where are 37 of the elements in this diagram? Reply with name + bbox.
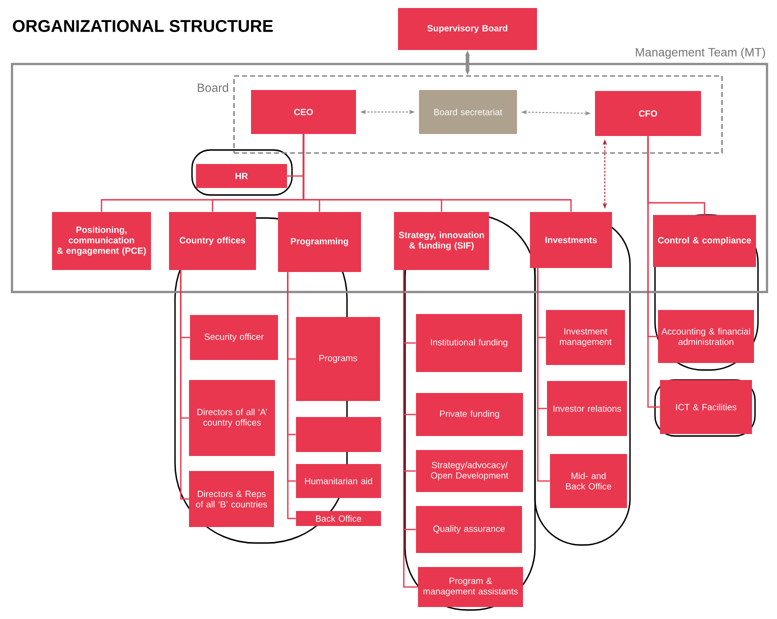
org-box: CEO bbox=[251, 90, 356, 134]
org-box: Institutional funding bbox=[416, 314, 522, 372]
org-box: Investor relations bbox=[547, 381, 627, 436]
org-box: Investments bbox=[530, 212, 612, 268]
org-box: Accounting & financial administration bbox=[658, 310, 754, 363]
title: ORGANIZATIONAL STRUCTURE bbox=[12, 20, 273, 32]
connector-line bbox=[403, 270, 418, 588]
org-box: Directors & Reps of all ‘B’ countries bbox=[189, 471, 274, 527]
group-label: Board bbox=[198, 83, 228, 92]
org-box: Positioning, communication & engagement (PCE) bbox=[52, 212, 151, 270]
org-box: ICT & Facilities bbox=[660, 380, 752, 434]
connector-line bbox=[647, 136, 660, 408]
org-box: Investment management bbox=[546, 310, 625, 365]
org-box: Country offices bbox=[169, 212, 256, 270]
group-label: Management Team (MT) bbox=[636, 48, 766, 59]
org-box: Back Office bbox=[296, 511, 381, 526]
connector-line bbox=[537, 268, 550, 482]
org-box: Strategy, innovation & funding (SIF) bbox=[394, 212, 489, 270]
org-box: Directors of all ‘A’ country offices bbox=[189, 380, 275, 456]
org-box: Strategy/advocacy/ Open Development bbox=[416, 450, 523, 492]
org-box: Control & compliance bbox=[653, 215, 756, 267]
org-box: Humanitarian aid bbox=[296, 464, 381, 498]
connector-line bbox=[180, 270, 189, 500]
org-box: Quality assurance bbox=[416, 506, 522, 553]
org-box: Supervisory Board bbox=[398, 8, 537, 50]
org-box: Programs bbox=[296, 317, 380, 401]
org-box: Mid- and Back Office bbox=[550, 454, 627, 508]
connector-line bbox=[287, 272, 296, 520]
org-box: Private funding bbox=[416, 393, 523, 436]
org-box: Program & management assistants bbox=[418, 567, 523, 607]
org-box: CFO bbox=[595, 91, 701, 136]
org-box: HR bbox=[196, 164, 287, 188]
org-box bbox=[296, 417, 381, 452]
org-box: Board secretariat bbox=[419, 90, 517, 134]
connector-line bbox=[302, 134, 572, 212]
org-box: Security officer bbox=[190, 315, 278, 360]
org-box: Programming bbox=[278, 212, 361, 272]
